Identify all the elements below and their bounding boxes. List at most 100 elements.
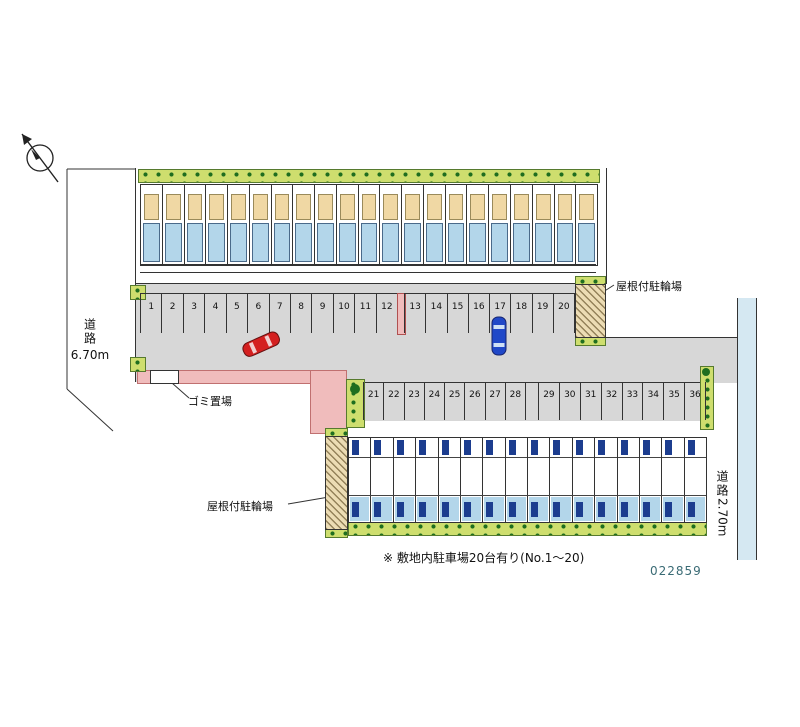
parking-space-number: 33 [626,390,639,400]
parking-space-number: 24 [428,390,441,400]
apartment-unit [573,438,596,522]
parking-space-number: 5 [234,302,240,312]
unit-roof-box [557,194,573,220]
apartment-unit [416,438,439,522]
apartment-unit [506,438,528,522]
parking-lot-lower-area [345,382,711,421]
apartment-unit [618,438,640,522]
parking-space-number: 6 [255,302,262,312]
planting-strip [138,169,600,183]
parking-space-17: 17 [489,293,511,333]
parking-lot-upper-area [135,283,606,382]
unit-room-box [143,223,160,262]
apartment-unit [349,438,372,522]
plan-number: 022859 [650,564,702,578]
apartment-unit [293,185,316,265]
parking-space-number: 23 [408,390,420,400]
unit-roof-box [165,194,181,220]
parking-space-12: 12 [375,293,398,333]
parking-space-number: 3 [191,302,197,312]
parking-space-number: 22 [388,390,400,400]
garbage-place-label: ゴミ置場 [188,395,232,408]
unit-door [642,440,650,455]
parking-space-number: 26 [469,390,481,400]
parking-space-number: 30 [564,390,576,400]
apartment-unit [206,185,229,265]
road-left-name: 道路 [82,318,97,346]
road-right-size: 2.70m [715,498,730,537]
apartment-unit [489,185,512,265]
drive-aisle-right-area [605,337,737,383]
apartment-unit [528,438,551,522]
parking-space-number: 14 [430,302,443,312]
unit-roof-box [535,194,551,220]
parking-space-21: 21 [363,382,383,420]
building-top-units [140,184,598,266]
unit-room-box [447,223,465,262]
road-left-label: 道路 6.70m [66,318,114,362]
parking-space-number: 20 [558,302,570,312]
unit-room-box [491,223,509,262]
parking-space-number: 25 [448,390,461,400]
road-right-strip [737,298,757,560]
leader-line-bike-bottom [287,496,330,505]
bike-parking-bottom-label: 屋根付駐輪場 [207,500,273,513]
unit-roof-box [209,194,225,220]
compass-icon [21,133,59,183]
parking-space-6: 6 [247,293,269,333]
parking-note: ※ 敷地内駐車場20台有り(No.1～20) [383,551,585,565]
unit-room-box [317,223,334,262]
unit-door [531,502,538,517]
bush-icon [350,384,360,394]
unit-room-box [360,223,378,262]
parking-space-16: 16 [467,293,489,333]
unit-door [553,440,561,455]
bike-parking-top-label: 屋根付駐輪場 [616,280,682,293]
unit-roof-box [144,194,159,220]
unit-roof-box [492,194,508,220]
apartment-unit [380,185,403,265]
unit-room-box [251,223,269,262]
unit-door [441,502,449,517]
apartment-unit [446,185,468,265]
unit-door [396,440,404,455]
parking-space-35: 35 [663,382,684,420]
parking-space-number: 2 [169,302,176,312]
unit-roof-box [383,194,399,220]
parking-space-number: 8 [298,302,305,312]
apartment-unit [467,185,490,265]
parking-space-29: 29 [538,382,559,420]
parking-space-7: 7 [268,293,290,333]
parking-space-8: 8 [289,293,312,333]
unit-room-box [578,223,596,262]
unit-roof-box [252,194,268,220]
leader-line-garbage [171,382,190,399]
apartment-unit [250,185,272,265]
car-red [239,327,285,365]
parking-space-number: 11 [359,302,372,312]
apartment-unit [550,438,573,522]
parking-space-number: 7 [276,302,283,312]
unit-room-box [404,223,421,262]
unit-door [575,502,583,517]
parking-space-number: 32 [605,390,618,400]
unit-room-box [534,223,552,262]
parking-space-25: 25 [444,382,464,420]
unit-door [620,502,628,517]
unit-roof-box [470,194,486,220]
parking-space-number: 18 [515,302,528,312]
unit-room-box [273,223,291,262]
unit-door [531,440,538,455]
parking-space-30: 30 [558,382,580,420]
unit-room-box [382,223,400,262]
parking-space-18: 18 [510,293,532,333]
bush-icon [702,368,710,376]
unit-room-box [208,223,226,262]
unit-roof-box [579,194,595,220]
unit-roof-box [405,194,420,220]
parking-space-33: 33 [621,382,643,420]
